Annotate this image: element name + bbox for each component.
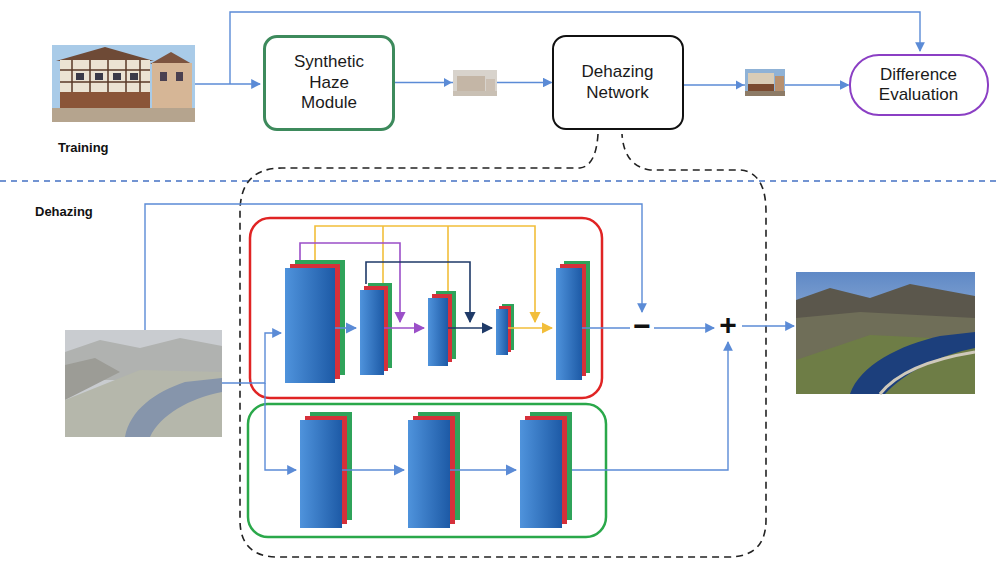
thumb-building	[457, 76, 485, 92]
operator-symbol: +	[719, 310, 737, 340]
section-label: Training	[58, 141, 109, 154]
thumb-street	[745, 91, 785, 96]
chain-arrow	[342, 469, 404, 471]
chain-arrow	[384, 327, 424, 329]
flow-line	[572, 342, 728, 470]
process-box: Synthetic Haze Module	[263, 35, 395, 131]
block-layer	[300, 420, 342, 528]
photo-roof	[56, 47, 154, 61]
operator-symbol: −	[633, 311, 651, 341]
flow-line	[582, 327, 630, 328]
photo-window	[176, 72, 183, 81]
photo-timber	[60, 60, 150, 94]
flow-line	[195, 83, 260, 84]
zoom-callout	[240, 134, 766, 557]
network-box: Dehazing Network	[552, 35, 684, 130]
photo-window	[160, 72, 167, 81]
conv-block	[520, 412, 572, 528]
hazy-landscape-photo	[65, 330, 222, 437]
photo-window	[130, 73, 138, 80]
photo-window	[113, 73, 121, 80]
section-label: Dehazing	[35, 205, 93, 218]
block-layer	[408, 420, 450, 528]
node-text: Difference Evaluation	[860, 65, 978, 106]
conv-block	[285, 260, 345, 383]
skip-line	[447, 226, 449, 294]
block-layer	[360, 290, 384, 375]
skip-line	[382, 226, 384, 286]
thumb-sky	[745, 69, 785, 96]
haze-fields	[65, 370, 222, 437]
node-text: Synthetic Haze Module	[284, 52, 374, 113]
haze-river	[125, 378, 222, 437]
clear-sky	[796, 272, 975, 394]
photo-sky	[52, 45, 195, 122]
photo-window	[76, 73, 84, 80]
chain-arrow	[450, 469, 516, 471]
haze-branch-box	[250, 218, 602, 398]
flow-line	[742, 325, 794, 326]
arrow-head	[736, 81, 744, 90]
flow-line	[654, 327, 714, 328]
conv-block	[496, 304, 514, 355]
section-separator	[0, 180, 998, 182]
dehazed-landscape-photo	[796, 272, 975, 394]
photo-street	[52, 108, 195, 122]
evaluation-pill: Difference Evaluation	[849, 54, 989, 117]
photo-facade	[60, 60, 150, 94]
block-layer	[520, 420, 562, 528]
thumb-ground	[453, 70, 497, 96]
flow-line	[145, 204, 642, 330]
photo-ground-floor	[60, 92, 150, 109]
chain-arrow	[508, 327, 552, 329]
input-photo	[52, 45, 195, 122]
clear-branch-box	[248, 404, 606, 537]
flow-line	[265, 383, 296, 470]
clear-bank	[880, 352, 975, 394]
chain-arrow	[335, 327, 356, 329]
clear-river	[850, 332, 975, 394]
block-layer	[496, 309, 508, 355]
block-layer	[428, 298, 448, 366]
haze-sky	[65, 330, 222, 437]
photo-window	[95, 73, 103, 80]
photo-house	[152, 63, 192, 109]
photo-roof	[150, 52, 192, 64]
hazy-thumbnail	[444, 70, 497, 96]
block-layer	[556, 268, 582, 380]
conv-block	[556, 261, 590, 380]
node-text: Dehazing Network	[563, 62, 673, 103]
conv-block	[360, 283, 392, 375]
thumb-building	[775, 76, 784, 91]
dehazed-thumbnail	[736, 69, 785, 96]
arrow-head	[444, 78, 452, 87]
block-layer	[285, 268, 335, 383]
chain-arrow	[448, 327, 492, 329]
thumb-street	[453, 91, 497, 96]
thumb-building	[486, 79, 495, 92]
thumb-building	[748, 73, 774, 84]
thumb-building	[748, 84, 774, 91]
flow-line	[222, 333, 281, 383]
clear-slope	[796, 312, 975, 394]
